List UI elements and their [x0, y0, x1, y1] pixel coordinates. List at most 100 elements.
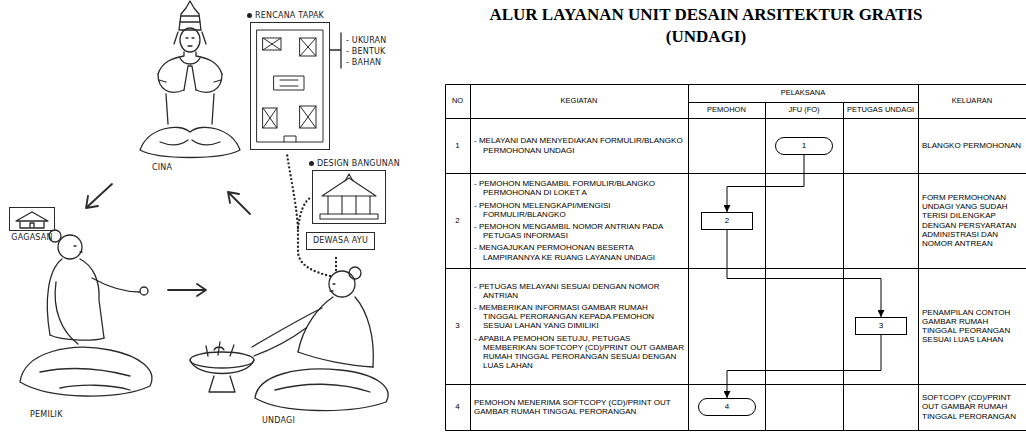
deity-figure	[174, 32, 206, 44]
list-bracket	[330, 33, 341, 68]
sketch-caption: DEWASA AYU	[313, 236, 368, 246]
table-cell: 2	[445, 173, 470, 268]
site-plan	[263, 108, 277, 128]
deity-figure	[158, 52, 222, 74]
table-cell: JFU (FO)	[765, 102, 843, 118]
site-plan	[300, 106, 316, 128]
site-plan	[257, 30, 323, 142]
sketch-arrow	[86, 184, 250, 296]
site-plan	[263, 38, 281, 50]
terminator-box: 4	[698, 398, 756, 416]
process-box: 2	[701, 212, 753, 230]
owner-figure	[50, 335, 104, 340]
owner-figure	[140, 287, 148, 295]
pavilion-sketch	[320, 174, 378, 219]
figure-name: UNDAGI	[262, 416, 295, 426]
table-cell: FORM PERMOHONAN UNDAGI YANG SUDAH TERISI…	[918, 173, 1026, 268]
table-rule	[470, 85, 471, 431]
table-rule	[446, 173, 1026, 174]
table-rule	[843, 103, 844, 431]
list-item: - BAHAN	[346, 58, 381, 68]
table-cell: - PETUGAS MELAYANI SESUAI DENGAN NOMOR A…	[470, 268, 688, 384]
table-cell: PEMOHON MENERIMA SOFTCOPY (CD)/PRINT OUT…	[470, 384, 688, 430]
step-number: 4	[725, 403, 729, 411]
picture-box: DESIGN BANGUNAN	[312, 170, 386, 224]
table-header: KEGIATAN	[561, 97, 598, 105]
table-text: - PEMOHON MELENGKAPI/MENGISI FORMULIR/BL…	[474, 201, 684, 219]
site-plan	[280, 80, 298, 86]
thought-chain	[335, 254, 337, 270]
table-text: - MENGAJUKAN PERMOHONAN BESERTA LAMPIRAN…	[474, 243, 684, 261]
table-header: JFU (FO)	[788, 106, 819, 114]
table-cell: 1	[445, 118, 470, 173]
site-plan	[263, 108, 277, 128]
deity-figure	[140, 1, 240, 158]
table-text: PENAMPILAN CONTOH GAMBAR RUMAH TINGGAL P…	[922, 308, 1022, 345]
owner-figure	[55, 282, 78, 344]
table-grid	[446, 85, 1026, 431]
list-item: - BENTUK	[346, 47, 386, 57]
owner-figure	[40, 369, 130, 390]
owner-figure	[74, 246, 82, 252]
table-rule	[446, 118, 1026, 119]
list-bracket	[330, 33, 341, 68]
table-rule	[446, 384, 1026, 385]
table-rule	[765, 103, 766, 431]
table-cell: PEMOHON	[688, 102, 765, 118]
pavilion-sketch	[328, 196, 370, 214]
table-rule	[689, 102, 919, 103]
pavilion-sketch	[322, 178, 376, 196]
deity-figure	[180, 28, 200, 52]
site-plan	[257, 30, 323, 142]
deity-figure	[140, 127, 240, 157]
offering-bowl	[190, 352, 254, 368]
architect-figure	[349, 267, 361, 279]
table-text: - MELAYANI DAN MENYEDIAKAN FORMULIR/BLAN…	[474, 136, 684, 154]
table-cell: 3	[445, 268, 470, 384]
step-number: 1	[802, 142, 806, 150]
sketch-caption: GAGASAN	[11, 233, 52, 243]
table-cell: NO	[445, 84, 470, 118]
table-text: 4	[455, 402, 459, 411]
flow-connectors	[727, 155, 881, 398]
deity-figure	[184, 66, 196, 90]
offering-bowl	[206, 342, 234, 356]
table-cell: - PEMOHON MENGAMBIL FORMULIR/BLANGKO PER…	[470, 173, 688, 268]
house-icon	[16, 212, 48, 228]
offering-bowl	[190, 342, 254, 392]
architect-figure	[252, 267, 388, 411]
sketch-arrow	[86, 184, 112, 208]
table-text: - PETUGAS MELAYANI SESUAI DENGAN NOMOR A…	[474, 282, 684, 300]
deity-figure	[180, 16, 200, 22]
site-plan	[284, 136, 296, 142]
pavilion-sketch	[345, 174, 353, 181]
site-plan	[263, 38, 281, 50]
site-plan	[274, 76, 304, 90]
offering-bowl	[190, 360, 254, 374]
deity-figure	[180, 58, 200, 64]
terminator-box: 1	[775, 137, 833, 155]
thought-chain	[298, 198, 310, 228]
offering-bowl	[209, 376, 235, 392]
site-plan	[300, 106, 316, 128]
table-cell: PETUGAS UNDAGI	[843, 102, 918, 118]
architect-figure	[330, 284, 335, 291]
table-text: SOFTCOPY (CD)/PRINT OUT GAMBAR RUMAH TIN…	[922, 393, 1022, 421]
table-cell: PENAMPILAN CONTOH GAMBAR RUMAH TINGGAL P…	[918, 268, 1026, 384]
house-icon	[16, 212, 48, 228]
architect-figure	[298, 297, 373, 367]
table-header: NO	[452, 97, 463, 105]
table-cell: PELAKSANA	[688, 84, 918, 102]
table-text: 3	[455, 321, 459, 330]
table-cell: 4	[445, 384, 470, 430]
table-cell: BLANGKO PERMOHONAN	[918, 118, 1026, 173]
table-text: PEMOHON MENERIMA SOFTCOPY (CD)/PRINT OUT…	[474, 398, 684, 416]
table-cell: SOFTCOPY (CD)/PRINT OUT GAMBAR RUMAH TIN…	[918, 384, 1026, 430]
owner-figure	[20, 230, 152, 396]
site-plan	[300, 38, 316, 56]
deity-figure	[159, 80, 221, 82]
deity-figure	[186, 38, 194, 46]
table-header: PEMOHON	[707, 106, 746, 114]
table-text: - MEMBERIKAN INFORMASI GAMBAR RUMAH TING…	[474, 303, 684, 331]
